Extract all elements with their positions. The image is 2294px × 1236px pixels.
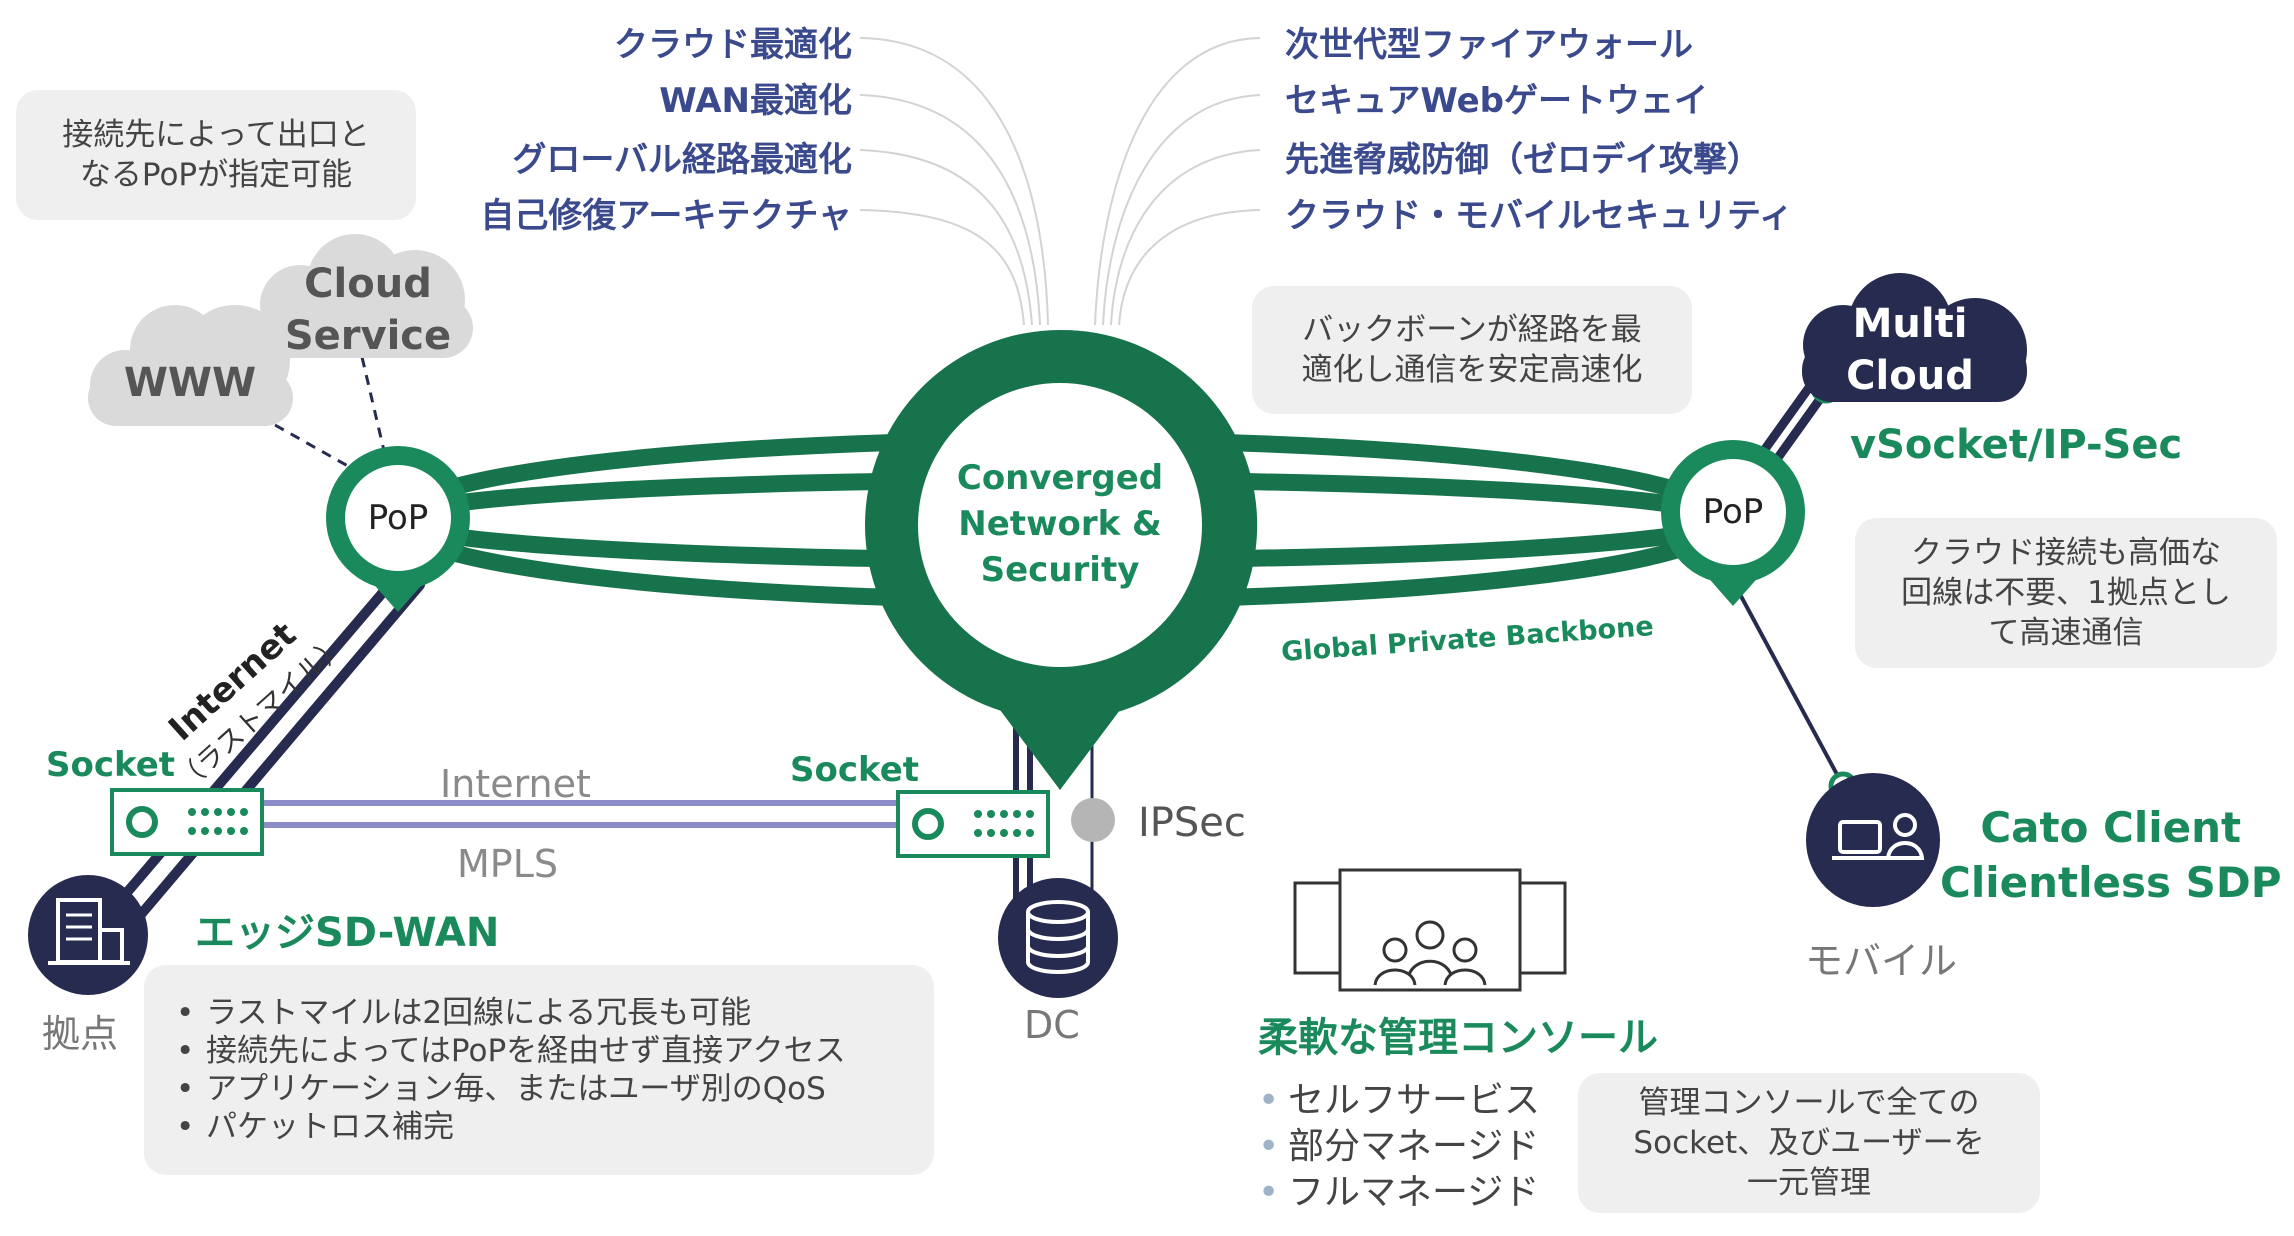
socket-left-device xyxy=(110,788,264,856)
multi-cloud-line1: Multi xyxy=(1852,301,1968,347)
note-console-line2: Socket、及びユーザーを xyxy=(1633,1125,1985,1161)
pop-right-pin xyxy=(1661,440,1805,606)
multi-cloud-shape xyxy=(1802,273,2027,402)
dc-label: DC xyxy=(1024,1003,1080,1047)
note-console: 管理コンソールで全ての Socket、及びユーザーを 一元管理 xyxy=(1578,1073,2040,1213)
socket-left-label: Socket xyxy=(46,745,176,785)
note-egress-line1: 接続先によって出口と xyxy=(62,117,370,153)
vsocket-label: vSocket/IP-Sec xyxy=(1850,422,2183,468)
cloud-service-line1: Cloud xyxy=(304,261,432,307)
left-feature-1: クラウド最適化 xyxy=(614,25,852,65)
left-feature-3: グローバル経路最適化 xyxy=(512,140,852,180)
backbone-label: Global Private Backbone xyxy=(1280,611,1654,668)
mobile-label: モバイル xyxy=(1805,939,1958,983)
note-backbone-line1: バックボーンが経路を最 xyxy=(1302,312,1642,348)
branch-label: 拠点 xyxy=(42,1012,119,1056)
console-bullet-list: セルフサービス 部分マネージド フルマネージド xyxy=(1250,1078,1540,1216)
note-console-line3: 一元管理 xyxy=(1747,1165,1871,1201)
console-bullet-item: セルフサービス xyxy=(1250,1078,1540,1124)
wan-links xyxy=(260,800,898,828)
note-console-line1: 管理コンソールで全ての xyxy=(1638,1085,1980,1121)
note-cloud-line3: て高速通信 xyxy=(1988,615,2144,651)
multi-cloud-line2: Cloud xyxy=(1846,353,1974,399)
left-feature-4: 自己修復アーキテクチャ xyxy=(480,196,852,236)
note-egress: 接続先によって出口と なるPoPが指定可能 xyxy=(16,90,416,220)
cloud-service-label: Cloud Service xyxy=(268,258,468,362)
mobile-user-icon xyxy=(1806,773,1940,907)
branch-building-icon xyxy=(28,875,148,995)
cato-client-line1: Cato Client xyxy=(1980,803,2242,852)
pop-right-label: PoP xyxy=(1702,492,1764,532)
console-title: 柔軟な管理コンソール xyxy=(1258,1015,1658,1061)
edge-bullet-item: パケットロス補完 xyxy=(168,1108,846,1146)
right-feature-1: 次世代型ファイアウォール xyxy=(1285,25,1693,65)
cloud-links xyxy=(274,339,387,472)
pop-left-label: PoP xyxy=(367,498,429,538)
right-feature-3: 先進脅威防御（ゼロデイ攻撃） xyxy=(1285,140,1761,180)
note-backbone: バックボーンが経路を最 適化し通信を安定高速化 xyxy=(1252,286,1692,414)
cato-client-line2: Clientless SDP xyxy=(1940,858,2282,907)
right-feature-connectors xyxy=(1094,37,1261,326)
console-bullet-item: 部分マネージド xyxy=(1250,1124,1540,1170)
left-feature-connectors xyxy=(859,37,1049,326)
cloud-service-shape xyxy=(258,234,473,358)
converged-pin xyxy=(865,329,1258,790)
note-egress-line2: なるPoPが指定可能 xyxy=(79,157,353,193)
note-cloud: クラウド接続も高価な 回線は不要、1拠点とし て高速通信 xyxy=(1855,518,2277,668)
edge-bullet-item: 接続先によってはPoPを経由せず直接アクセス xyxy=(168,1032,846,1070)
center-label-line3: Security xyxy=(980,550,1140,590)
note-backbone-line2: 適化し通信を安定高速化 xyxy=(1301,352,1643,388)
edge-bullet-box: ラストマイルは2回線による冗長も可能 接続先によってはPoPを経由せず直接アクセ… xyxy=(144,965,934,1175)
cato-client-label: Cato Client Clientless SDP xyxy=(1940,800,2281,910)
right-feature-4: クラウド・モバイルセキュリティ xyxy=(1285,196,1793,236)
edge-bullet-list: ラストマイルは2回線による冗長も可能 接続先によってはPoPを経由せず直接アクセ… xyxy=(168,994,846,1146)
multi-cloud-label: Multi Cloud xyxy=(1830,298,1990,402)
center-label-line2: Network & xyxy=(958,504,1162,544)
dc-database-icon xyxy=(998,878,1118,998)
note-cloud-line1: クラウド接続も高価な xyxy=(1910,535,2221,571)
ipsec-dot xyxy=(1071,798,1115,842)
edge-bullet-item: アプリケーション毎、またはユーザ別のQoS xyxy=(168,1070,846,1108)
center-label-line1: Converged xyxy=(956,458,1164,498)
mobile-link xyxy=(1733,584,1842,781)
wan-internet-label: Internet xyxy=(440,762,591,806)
right-feature-2: セキュアWebゲートウェイ xyxy=(1285,81,1709,121)
ipsec-label: IPSec xyxy=(1138,800,1246,846)
wan-mpls-label: MPLS xyxy=(457,842,558,886)
center-label: Converged Network & Security xyxy=(905,455,1215,593)
cloud-www-label: WWW xyxy=(123,360,257,406)
socket-right-device xyxy=(896,790,1050,858)
edge-bullet-item: ラストマイルは2回線による冗長も可能 xyxy=(168,994,846,1032)
pop-left-pin xyxy=(326,446,470,612)
edge-title: エッジSD-WAN xyxy=(195,910,500,956)
left-feature-2: WAN最適化 xyxy=(659,81,852,121)
note-cloud-line2: 回線は不要、1拠点とし xyxy=(1901,575,2231,611)
console-bullet-item: フルマネージド xyxy=(1250,1170,1540,1216)
console-monitor-icon xyxy=(1293,868,1567,992)
socket-right-label: Socket xyxy=(790,750,920,790)
cloud-service-line2: Service xyxy=(284,313,452,359)
